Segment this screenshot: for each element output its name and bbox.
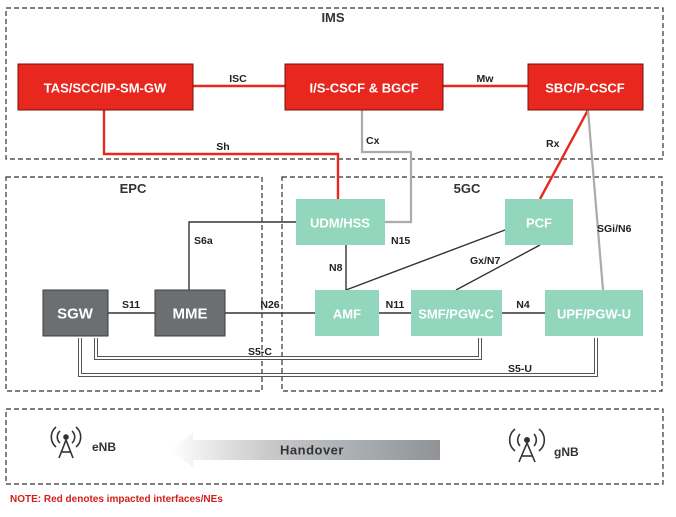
ran-region	[5, 408, 664, 485]
fivegc-region	[281, 176, 663, 392]
sh-link	[102, 110, 340, 199]
fivegc-region-label: 5GC	[454, 181, 481, 196]
s5c-label: S5-C	[248, 346, 272, 358]
upf-node[interactable]: UPF/PGW-U	[545, 290, 643, 336]
gnb-label: gNB	[554, 445, 579, 459]
enb-label: eNB	[92, 440, 116, 454]
s5u-link	[78, 338, 598, 377]
svg-text:AMF: AMF	[333, 307, 361, 322]
sgin6-link	[586, 109, 605, 291]
n4-label: N4	[516, 299, 530, 311]
handover-label: Handover	[280, 443, 344, 458]
n11-label: N11	[386, 299, 405, 311]
ims-region-label: IMS	[321, 10, 344, 25]
impact-note: NOTE: Red denotes impacted interfaces/NE…	[10, 494, 223, 505]
pcf-node[interactable]: PCF	[505, 199, 573, 245]
svg-text:SMF/PGW-C: SMF/PGW-C	[418, 307, 494, 322]
epc-region-label: EPC	[120, 181, 147, 196]
s5c-link	[94, 338, 482, 360]
svg-text:MME: MME	[173, 306, 208, 323]
sbc-node[interactable]: SBC/P-CSCF	[527, 63, 644, 111]
gxn7-link	[455, 244, 541, 291]
s5u-label: S5-U	[508, 363, 532, 375]
arrow-left-icon	[170, 433, 440, 467]
mw-label: Mw	[477, 73, 495, 85]
n15-link	[345, 229, 506, 291]
sh-label: Sh	[216, 141, 229, 153]
isc-label: ISC	[229, 73, 247, 85]
svg-text:UDM/HSS: UDM/HSS	[310, 216, 370, 231]
epc-region	[5, 176, 263, 392]
svg-text:SGW: SGW	[57, 306, 94, 323]
s6a-label: S6a	[194, 235, 213, 247]
rx-link	[538, 109, 590, 200]
mme-node[interactable]: MME	[154, 289, 226, 337]
rx-label: Rx	[546, 138, 560, 150]
svg-text:UPF/PGW-U: UPF/PGW-U	[557, 307, 631, 322]
svg-text:SBC/P-CSCF: SBC/P-CSCF	[545, 81, 625, 96]
ims-region	[5, 7, 664, 160]
udm-node[interactable]: UDM/HSS	[296, 199, 385, 245]
smf-node[interactable]: SMF/PGW-C	[411, 290, 502, 336]
antenna-icon	[50, 426, 82, 459]
gxn7-label: Gx/N7	[470, 255, 501, 267]
s11-label: S11	[122, 299, 140, 311]
svg-text:TAS/SCC/IP-SM-GW: TAS/SCC/IP-SM-GW	[44, 81, 167, 96]
sgin6-label: SGi/N6	[597, 223, 632, 235]
sgw-node[interactable]: SGW	[42, 289, 109, 337]
s6a-link	[188, 221, 296, 292]
n15-label: N15	[391, 235, 410, 247]
svg-text:PCF: PCF	[526, 216, 552, 231]
svg-text:I/S-CSCF & BGCF: I/S-CSCF & BGCF	[309, 81, 418, 96]
cx-label: Cx	[366, 135, 380, 147]
n8-label: N8	[329, 262, 343, 274]
tas-node[interactable]: TAS/SCC/IP-SM-GW	[17, 63, 194, 111]
cx-link	[360, 110, 413, 224]
iscscf-node[interactable]: I/S-CSCF & BGCF	[284, 63, 444, 111]
antenna-icon	[508, 428, 546, 463]
amf-node[interactable]: AMF	[315, 290, 379, 336]
n26-label: N26	[260, 299, 279, 311]
